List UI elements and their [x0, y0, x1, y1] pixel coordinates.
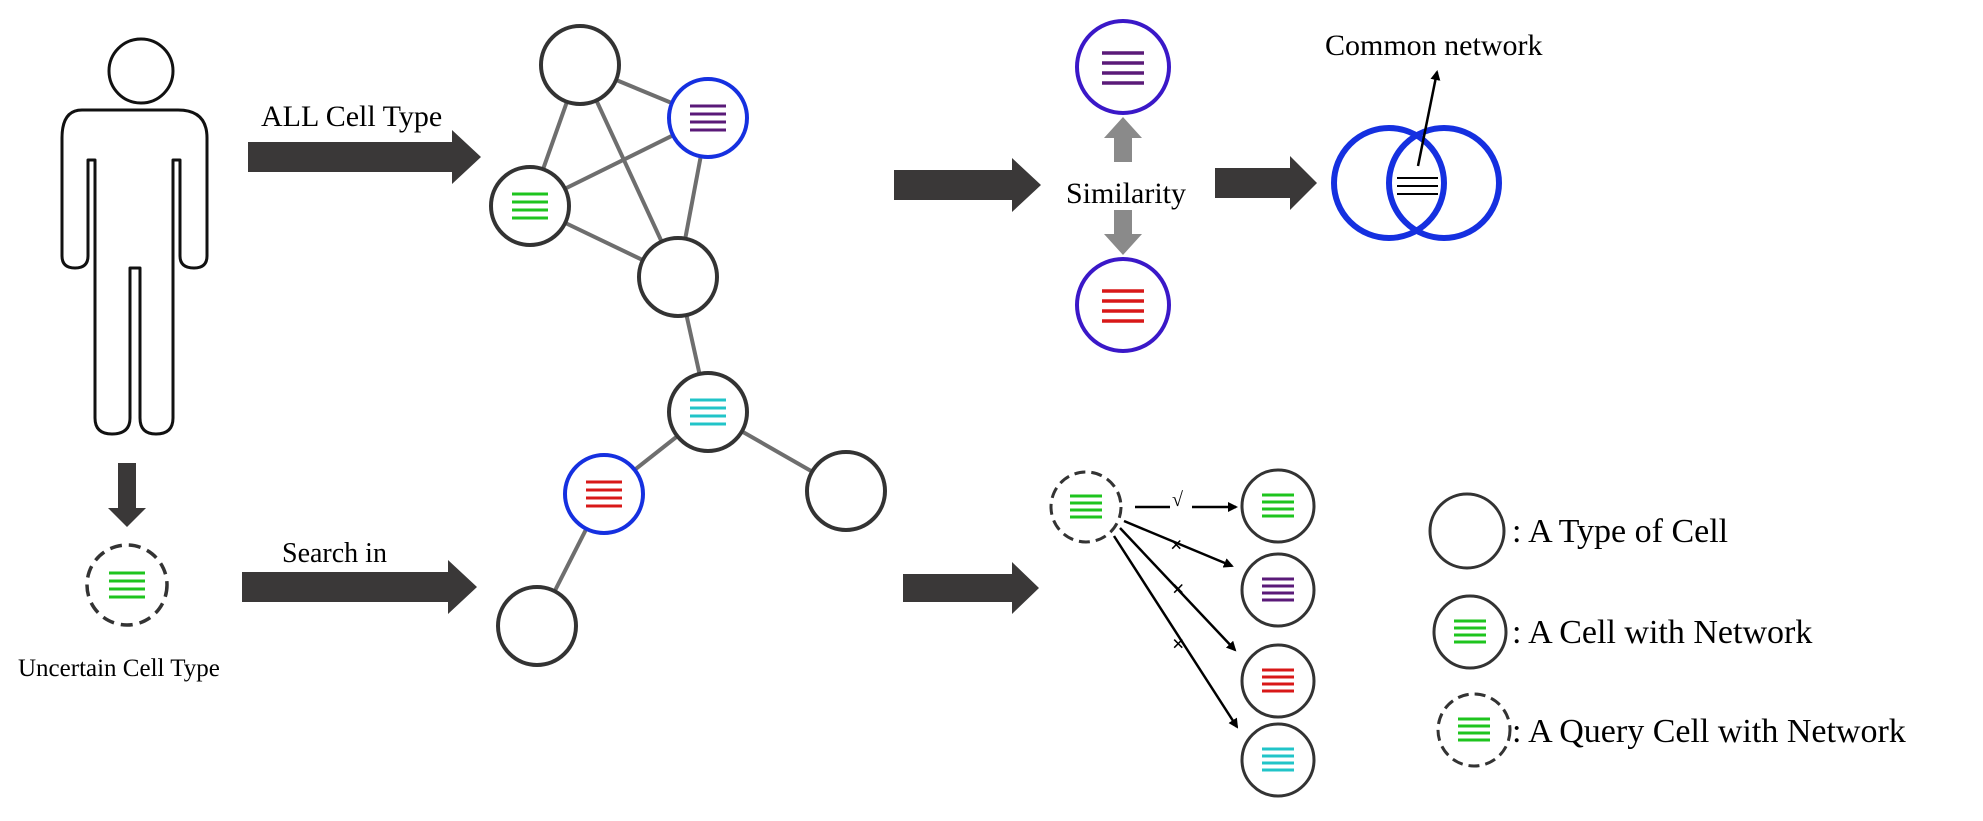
match-cross-mark-2: × [1172, 576, 1185, 601]
label-common-network: Common network [1325, 29, 1543, 62]
legend-icon-cell-with-network [1432, 594, 1508, 670]
match-cross-mark-3: × [1172, 631, 1185, 656]
network-node-purple [667, 77, 749, 159]
match-candidate-green [1240, 468, 1316, 544]
human-figure-icon [60, 37, 209, 436]
legend-label-cell-type: : A Type of Cell [1512, 513, 1728, 550]
legend-label-cell-with-network: : A Cell with Network [1512, 614, 1812, 651]
network-node-cyan [667, 371, 749, 453]
network-node-plain-4 [496, 585, 578, 667]
query-cell-icon [85, 543, 169, 627]
arrow-to-similarity [894, 158, 1041, 212]
arrow-to-common-network [1215, 156, 1317, 210]
match-candidate-purple [1240, 552, 1316, 628]
network-node-red [563, 453, 645, 535]
similarity-cell-red [1075, 257, 1171, 353]
network-node-plain-3 [805, 450, 887, 532]
label-similarity: Similarity [1066, 177, 1186, 210]
legend-icon-cell-type [1428, 492, 1506, 570]
label-search-in: Search in [282, 538, 387, 569]
network-node-plain-1 [539, 24, 621, 106]
network-node-plain-2 [637, 236, 719, 318]
network-node-green [489, 165, 571, 247]
arrow-search-in [242, 560, 477, 614]
common-network-pointer [1416, 70, 1441, 167]
common-network-lines [1397, 177, 1438, 195]
match-candidate-cyan [1240, 722, 1316, 798]
legend-icon-query-cell [1436, 692, 1512, 768]
arrows-group [108, 130, 1317, 614]
label-all-cell-type: ALL Cell Type [261, 100, 442, 133]
match-cross-mark-1: × [1170, 532, 1183, 557]
arrow-down-to-query [108, 463, 146, 527]
arrow-all-cell-type [248, 130, 481, 184]
legend-label-query-cell: : A Query Cell with Network [1512, 713, 1906, 750]
venn-diagram-icon [1331, 125, 1502, 241]
match-arrows [1112, 502, 1239, 729]
match-candidate-red [1240, 643, 1316, 719]
match-query-cell [1049, 470, 1123, 544]
match-check-mark: √ [1172, 489, 1183, 511]
arrow-to-matching [903, 562, 1039, 614]
similarity-cell-purple [1075, 19, 1171, 115]
similarity-arrows-icon [1104, 117, 1142, 255]
label-uncertain-cell-type: Uncertain Cell Type [18, 655, 220, 682]
